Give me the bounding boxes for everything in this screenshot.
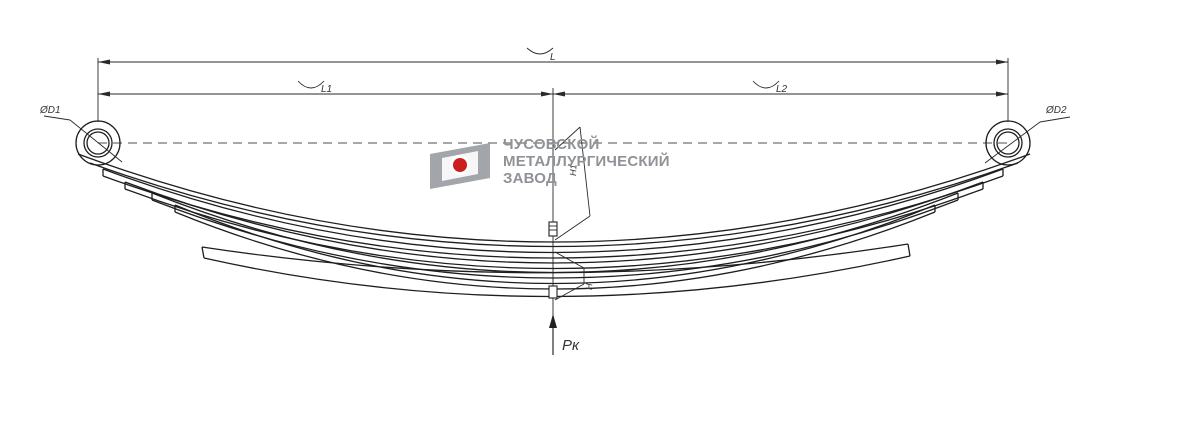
label-h1: H1 [568, 164, 578, 176]
label-l: L [550, 52, 556, 63]
label-d1: ØD1 [39, 105, 61, 116]
center-bolt [548, 221, 558, 299]
label-h: H [584, 283, 594, 290]
factory-logo-text: ЧУСОВСКОЙ МЕТАЛЛУРГИЧЕСКИЙ ЗАВОД [503, 136, 670, 187]
logo-line-1: ЧУСОВСКОЙ [503, 136, 600, 153]
label-load: Pк [562, 337, 580, 354]
logo-line-3: ЗАВОД [503, 170, 557, 187]
dimension-h1: H1 [554, 126, 591, 241]
load-arrow: Pк [549, 314, 580, 355]
label-l1: L1 [321, 84, 332, 95]
dimension-l: L [97, 47, 1009, 122]
spring-leaves [77, 153, 1031, 298]
label-d2: ØD2 [1045, 105, 1067, 116]
dimension-h: H [554, 251, 594, 301]
right-eye: ØD2 [984, 105, 1071, 166]
left-eye: ØD1 [39, 105, 123, 166]
label-l2: L2 [776, 84, 788, 95]
logo-red-dot [453, 158, 467, 172]
factory-logo-icon [430, 143, 490, 189]
logo-line-2: МЕТАЛЛУРГИЧЕСКИЙ [503, 153, 670, 170]
